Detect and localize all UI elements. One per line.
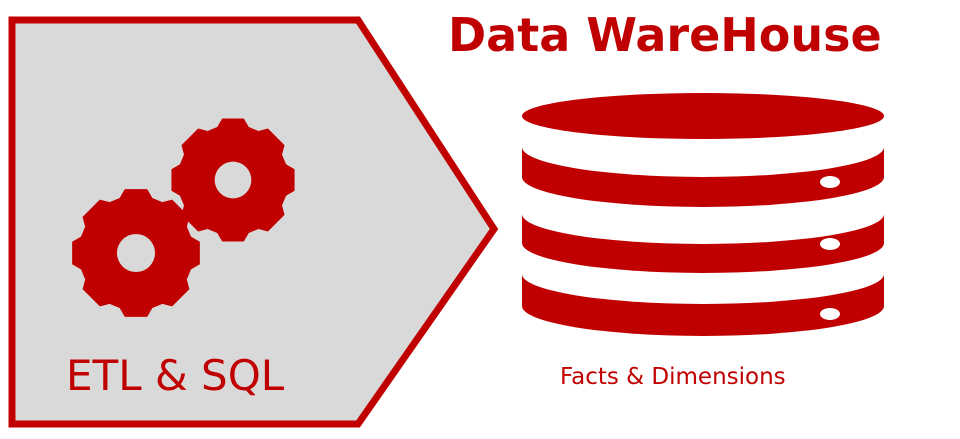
etl-label: ETL & SQL <box>66 351 285 400</box>
database-icon <box>522 93 884 336</box>
warehouse-caption: Facts & Dimensions <box>560 364 786 390</box>
page-title: Data WareHouse <box>448 8 882 62</box>
